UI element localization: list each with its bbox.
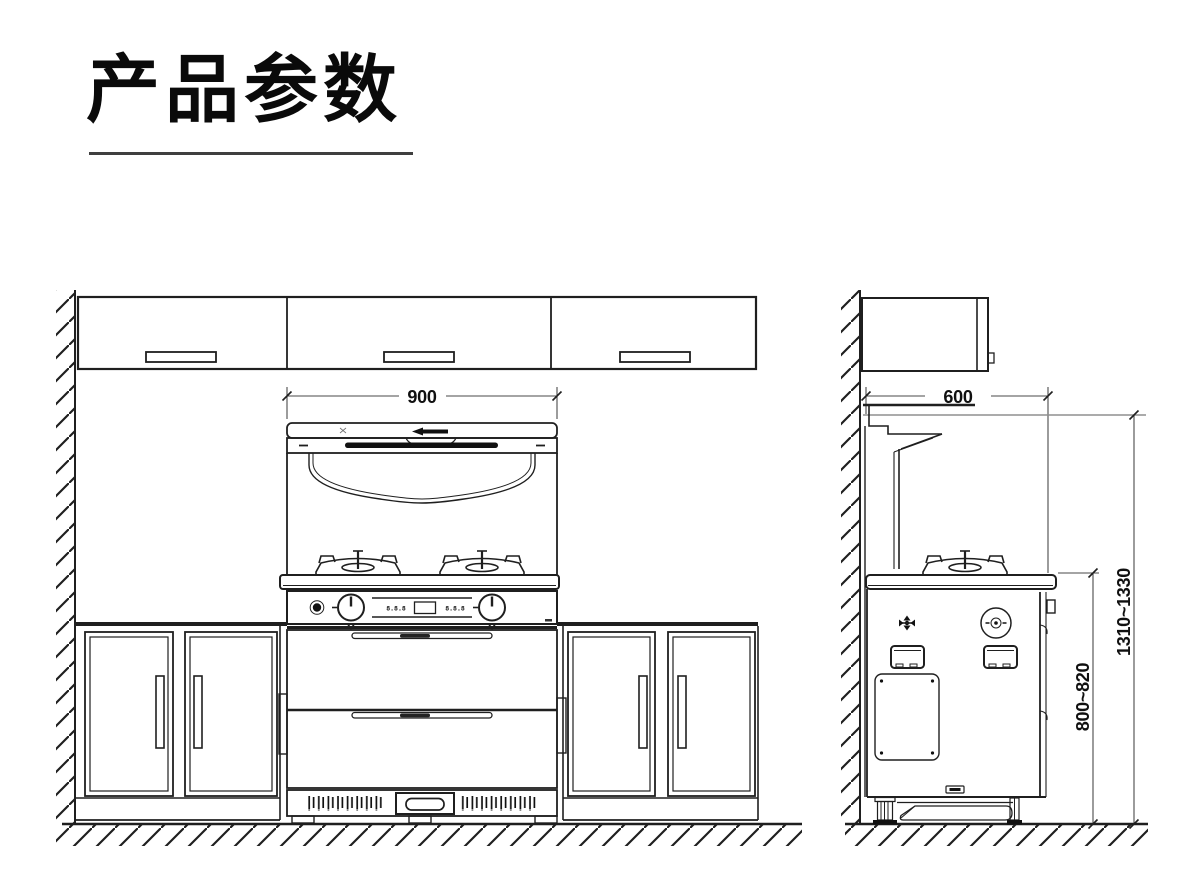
side-knob <box>1046 599 1056 614</box>
width-dimension: 900 <box>281 387 563 419</box>
width-dimension-label: 900 <box>407 387 436 407</box>
drawer-upper-handle <box>351 632 493 640</box>
side-wall-hatch <box>841 290 861 824</box>
burner-left <box>314 549 402 577</box>
segment-display: 8.8.8 8.8.8 <box>372 597 472 618</box>
counter-height-dimension: 800~820 <box>1058 567 1099 830</box>
right-knob <box>471 587 507 630</box>
burner-right <box>438 549 526 577</box>
drawer-lower-handle <box>351 711 493 719</box>
side-view: 600 1310~1330 800~820 <box>841 290 1148 846</box>
cooktop <box>279 574 560 590</box>
side-upper-cabinet <box>861 297 995 372</box>
cabinet-door-handle <box>987 352 995 364</box>
stove-foot <box>408 815 432 824</box>
total-height-dimension: 1310~1330 <box>1114 409 1140 830</box>
fan-motor-icon <box>980 607 1012 639</box>
bottom-slot <box>945 785 965 794</box>
side-body <box>866 589 1056 798</box>
total-height-dimension-label: 1310~1330 <box>1114 568 1134 656</box>
hood-glass-visor <box>308 453 536 504</box>
left-base-cabinet <box>75 626 281 821</box>
segment-display-right: 8.8.8 <box>445 605 465 613</box>
hood-logo-mark <box>339 427 347 434</box>
base-tray <box>897 801 1013 821</box>
service-port-right <box>983 645 1018 669</box>
base-door-handle <box>677 675 687 749</box>
base-door-handle <box>155 675 165 749</box>
left-knob <box>330 587 366 630</box>
service-port-left <box>890 645 925 669</box>
range-hood <box>286 422 558 575</box>
access-panel <box>874 673 940 761</box>
base-door-handle <box>638 675 648 749</box>
model-code-mark <box>545 619 552 622</box>
right-filler-tab <box>556 697 567 754</box>
stove-foot <box>291 815 315 824</box>
upper-cabinets <box>76 295 758 371</box>
right-base-cabinet <box>562 626 759 821</box>
hood-vent-slot <box>345 442 498 448</box>
cabinet-door-handle <box>619 351 691 363</box>
stove-foot <box>534 815 558 824</box>
cabinet-door-handle <box>145 351 217 363</box>
title-underline <box>89 152 413 155</box>
side-feet <box>873 796 1022 825</box>
stove-drawers <box>278 629 567 789</box>
side-countertop <box>865 574 1057 590</box>
depth-dimension-label: 600 <box>943 387 972 407</box>
left-filler-tab <box>278 693 288 755</box>
hood-vent-arrow-icon <box>412 427 448 436</box>
control-panel: 8.8.8 8.8.8 <box>286 587 558 630</box>
base-vent-right <box>460 796 538 811</box>
counter-height-dimension-label: 800~820 <box>1073 662 1093 731</box>
gas-valve-icon <box>899 615 915 631</box>
front-wall-hatch <box>56 290 76 824</box>
page-title: 产品参数 <box>86 48 402 131</box>
cabinet-door-handle <box>383 351 455 363</box>
base-nameplate <box>395 792 455 815</box>
base-door-handle <box>193 675 203 749</box>
side-hood-profile <box>863 403 975 797</box>
power-button <box>312 603 322 612</box>
depth-dimension: 600 <box>860 387 1054 573</box>
side-burner <box>921 549 1009 577</box>
front-view: 900 <box>56 290 802 846</box>
front-floor-hatch <box>56 822 802 846</box>
segment-display-left: 8.8.8 <box>386 605 406 613</box>
base-vent-left <box>306 796 384 811</box>
side-floor-hatch <box>845 822 1148 846</box>
stove-base <box>286 789 558 824</box>
